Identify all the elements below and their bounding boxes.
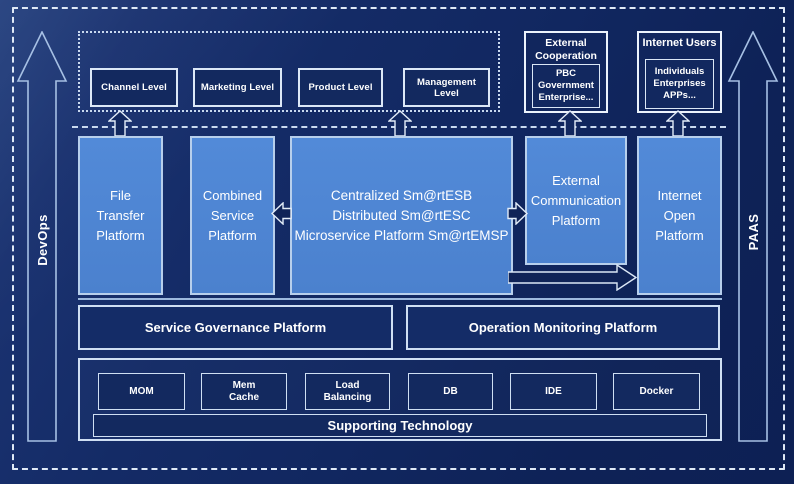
combined-service-platform-box: Combined Service Platform	[190, 136, 275, 295]
devops-rail-label: DevOps	[34, 214, 50, 266]
up-arrow-icon	[108, 110, 132, 137]
paas-rail-label: PAAS	[745, 213, 761, 251]
tech-box-db: DB	[408, 373, 493, 410]
internet-users-box: Internet Users Individuals Enterprises A…	[637, 31, 722, 113]
service-governance-platform-box: Service Governance Platform	[78, 305, 393, 350]
level-box-marketing: Marketing Level	[193, 68, 282, 107]
tech-box-mem-cache: Mem Cache	[201, 373, 287, 410]
levels-dashed-container	[78, 31, 500, 112]
level-box-product: Product Level	[298, 68, 383, 107]
supporting-technology-container	[78, 358, 722, 441]
operation-monitoring-platform-box: Operation Monitoring Platform	[406, 305, 720, 350]
right-arrow-icon	[507, 202, 528, 225]
up-arrow-icon	[388, 110, 412, 137]
supporting-technology-bar: Supporting Technology	[93, 414, 707, 437]
platform-row-baseline	[78, 298, 722, 300]
tech-box-ide: IDE	[510, 373, 597, 410]
internet-users-title: Internet Users	[642, 37, 717, 49]
file-transfer-platform-box: File Transfer Platform	[78, 136, 163, 295]
central-esb-platform-box: Centralized Sm@rtESB Distributed Sm@rtES…	[290, 136, 513, 295]
external-cooperation-body: PBC Government Enterprise...	[532, 64, 600, 108]
tech-box-mom: MOM	[98, 373, 185, 410]
outer-dashed-frame	[12, 7, 785, 470]
left-arrow-icon	[271, 202, 292, 225]
external-cooperation-title: External Cooperation	[535, 37, 597, 62]
internet-open-platform-box: Internet Open Platform	[637, 136, 722, 295]
external-cooperation-box: External Cooperation PBC Government Ente…	[524, 31, 608, 113]
up-arrow-icon	[558, 110, 582, 137]
tech-box-docker: Docker	[613, 373, 700, 410]
flow-arrow-icon	[508, 264, 637, 291]
tech-box-load-balancing: Load Balancing	[305, 373, 390, 410]
level-box-channel: Channel Level	[90, 68, 178, 107]
internet-users-body: Individuals Enterprises APPs...	[645, 59, 714, 109]
paas-rail-arrow-icon	[727, 31, 779, 443]
level-box-management: Management Level	[403, 68, 490, 107]
devops-rail-arrow-icon	[16, 31, 68, 443]
external-communication-platform-box: External Communication Platform	[525, 136, 627, 265]
up-arrow-icon	[666, 110, 690, 137]
